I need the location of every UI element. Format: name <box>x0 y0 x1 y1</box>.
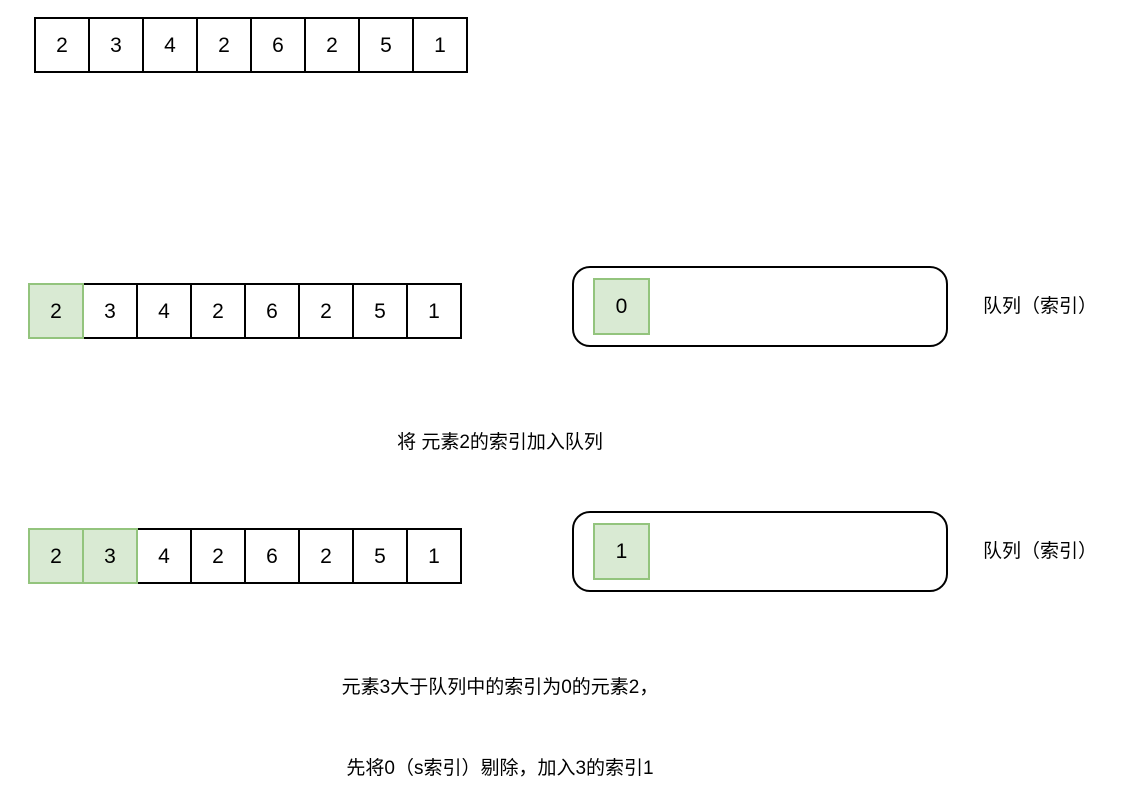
array-cell[interactable]: 2 <box>196 17 252 73</box>
array-cell[interactable]: 3 <box>88 17 144 73</box>
array-row-initial: 2 3 4 2 6 2 5 1 <box>34 17 468 73</box>
array-cell-highlighted[interactable]: 2 <box>28 528 84 584</box>
array-cell[interactable]: 6 <box>244 528 300 584</box>
array-cell[interactable]: 2 <box>304 17 360 73</box>
array-cell-highlighted[interactable]: 2 <box>28 283 84 339</box>
array-cell[interactable]: 5 <box>352 283 408 339</box>
queue-container-step2: 1 <box>572 511 948 592</box>
array-cell[interactable]: 3 <box>82 283 138 339</box>
queue-label-step1: 队列（索引） <box>983 296 1098 317</box>
array-cell[interactable]: 1 <box>412 17 468 73</box>
queue-item[interactable]: 1 <box>593 523 650 580</box>
array-cell[interactable]: 5 <box>352 528 408 584</box>
array-row-step1: 2 3 4 2 6 2 5 1 <box>28 283 462 339</box>
queue-label-step2: 队列（索引） <box>983 541 1098 562</box>
array-cell[interactable]: 5 <box>358 17 414 73</box>
caption-line: 将 元素2的索引加入队列 <box>397 432 603 453</box>
array-cell[interactable]: 2 <box>34 17 90 73</box>
array-cell[interactable]: 4 <box>136 528 192 584</box>
array-cell[interactable]: 2 <box>190 528 246 584</box>
array-cell[interactable]: 4 <box>142 17 198 73</box>
array-cell[interactable]: 4 <box>136 283 192 339</box>
caption-line: 元素3大于队列中的索引为0的元素2， <box>341 677 659 698</box>
array-cell[interactable]: 1 <box>406 528 462 584</box>
array-cell[interactable]: 6 <box>250 17 306 73</box>
caption-step2: 元素3大于队列中的索引为0的元素2， 先将0（s索引）剔除，加入3的索引1 <box>0 620 1000 809</box>
caption-line: 先将0（s索引）剔除，加入3的索引1 <box>346 758 654 779</box>
diagram-canvas: { "colors": { "highlight_fill": "#d9ead3… <box>0 17 1098 779</box>
array-cell-highlighted[interactable]: 3 <box>82 528 138 584</box>
caption-step1: 将 元素2的索引加入队列 <box>0 375 1000 483</box>
array-cell[interactable]: 2 <box>298 528 354 584</box>
queue-container-step1: 0 <box>572 266 948 347</box>
array-cell[interactable]: 1 <box>406 283 462 339</box>
array-cell[interactable]: 2 <box>190 283 246 339</box>
array-cell[interactable]: 6 <box>244 283 300 339</box>
array-row-step2: 2 3 4 2 6 2 5 1 <box>28 528 462 584</box>
array-cell[interactable]: 2 <box>298 283 354 339</box>
queue-item[interactable]: 0 <box>593 278 650 335</box>
